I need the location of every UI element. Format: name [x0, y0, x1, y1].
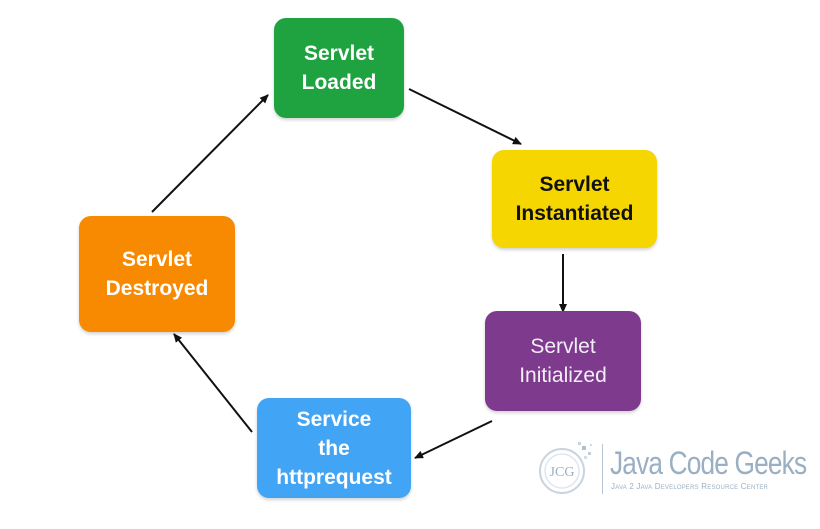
node-label-line: the	[318, 436, 350, 460]
node-servlet-loaded: Servlet Loaded	[274, 18, 404, 118]
edge-loaded-to-instantiated	[408, 88, 522, 145]
node-label-line: Instantiated	[515, 202, 634, 225]
edge-destroyed-to-loaded	[151, 94, 269, 213]
edge-initialized-to-service	[414, 420, 493, 459]
node-label-line: Destroyed	[105, 277, 209, 300]
java-code-geeks-watermark: JCG Java Code Geeks Java 2 Java Develope…	[534, 438, 807, 500]
node-label-line: httprequest	[276, 465, 392, 489]
node-servlet-initialized: Servlet Initialized	[485, 311, 641, 411]
logo-title: Java Code Geeks	[610, 445, 807, 481]
node-label-line: Loaded	[301, 71, 377, 94]
node-label-line: Servlet	[530, 335, 596, 358]
edge-service-to-destroyed	[173, 333, 253, 433]
node-service-httprequest: Service the httprequest	[257, 398, 411, 498]
node-servlet-destroyed: Servlet Destroyed	[79, 216, 235, 332]
logo-divider	[602, 444, 603, 494]
node-label-line: Initialized	[519, 364, 607, 387]
node-label-line: Servlet	[121, 248, 193, 271]
node-label-line: Service	[296, 407, 372, 431]
node-label-line: Servlet	[303, 42, 375, 65]
logo-subtitle: Java 2 Java Developers Resource Center	[611, 482, 769, 491]
jcg-logo-icon: JCG	[539, 442, 592, 494]
logo-initials: JCG	[550, 465, 575, 480]
node-label-line: Servlet	[539, 173, 610, 196]
node-servlet-instantiated: Servlet Instantiated	[492, 150, 657, 248]
